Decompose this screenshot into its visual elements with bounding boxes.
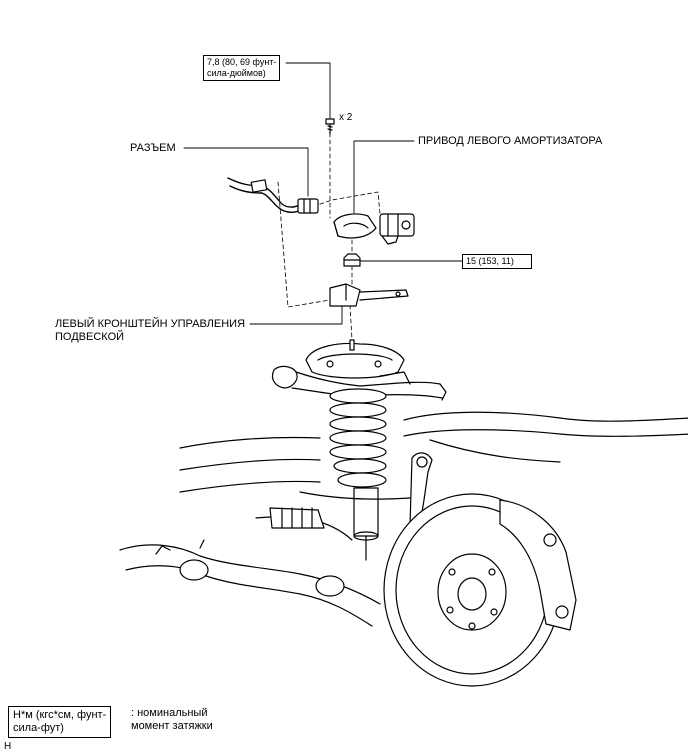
bolt: [325, 118, 335, 135]
leader-lines: [183, 62, 463, 325]
upper-mount: [305, 339, 405, 379]
nut-torque-callout: 15 (153, 11): [462, 254, 532, 269]
steering-linkage: [255, 507, 353, 541]
legend-meaning: : номинальный момент затяжки: [131, 707, 213, 732]
shock-body: [353, 487, 379, 561]
coil-spring: [329, 388, 387, 488]
figure-code: H: [4, 741, 12, 752]
frame: [179, 411, 688, 500]
lower-control-arm: [119, 539, 381, 627]
bolt-torque-callout: 7,8 (80, 69 фунт- сила-дюймов): [203, 55, 281, 81]
legend-units-box: Н*м (кгс*см, фунт- сила-фут): [8, 706, 112, 738]
bolt-quantity-label: x 2: [339, 112, 353, 123]
connector-label: РАЗЪЕМ: [130, 142, 176, 154]
connector-harness: [227, 177, 319, 214]
bracket: [329, 283, 409, 307]
brake-rotor: [383, 493, 561, 687]
actuator: [333, 213, 415, 245]
actuator-label: ПРИВОД ЛЕВОГО АМОРТИЗАТОРА: [418, 135, 603, 147]
bracket-label: ЛЕВЫЙ КРОНШТЕЙН УПРАВЛЕНИЯ ПОДВЕСКОЙ: [55, 318, 246, 343]
nut: [343, 253, 361, 267]
brake-caliper: [499, 499, 577, 631]
